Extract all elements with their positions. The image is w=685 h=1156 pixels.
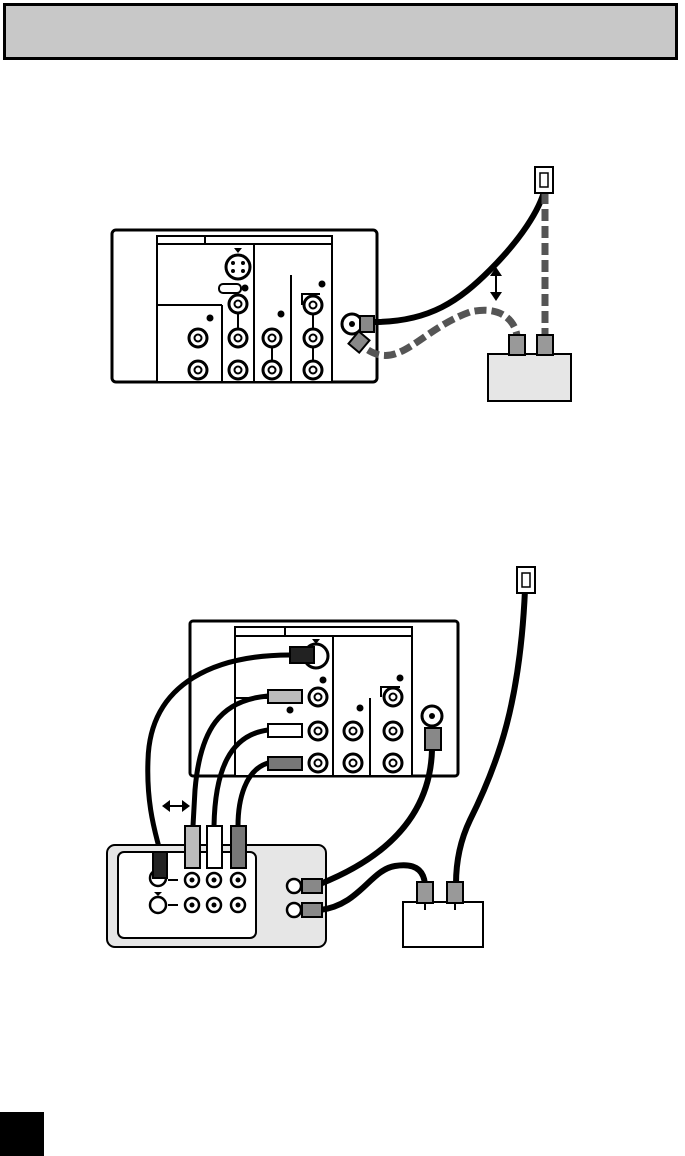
solid-cable xyxy=(374,188,545,322)
splitter-box-2 xyxy=(403,882,483,947)
splitter-box xyxy=(488,335,571,401)
double-arrow-horizontal-icon xyxy=(162,800,190,812)
wall-antenna-outlet xyxy=(535,167,553,193)
dashed-cable xyxy=(368,310,517,355)
tv-back-panel xyxy=(112,230,377,382)
wall-antenna-outlet-2 xyxy=(517,567,535,593)
page-number-block xyxy=(0,1112,44,1156)
diagram-1 xyxy=(112,167,571,401)
rf-antenna-jack-icon-2 xyxy=(422,706,442,726)
diagram-2 xyxy=(107,567,535,947)
